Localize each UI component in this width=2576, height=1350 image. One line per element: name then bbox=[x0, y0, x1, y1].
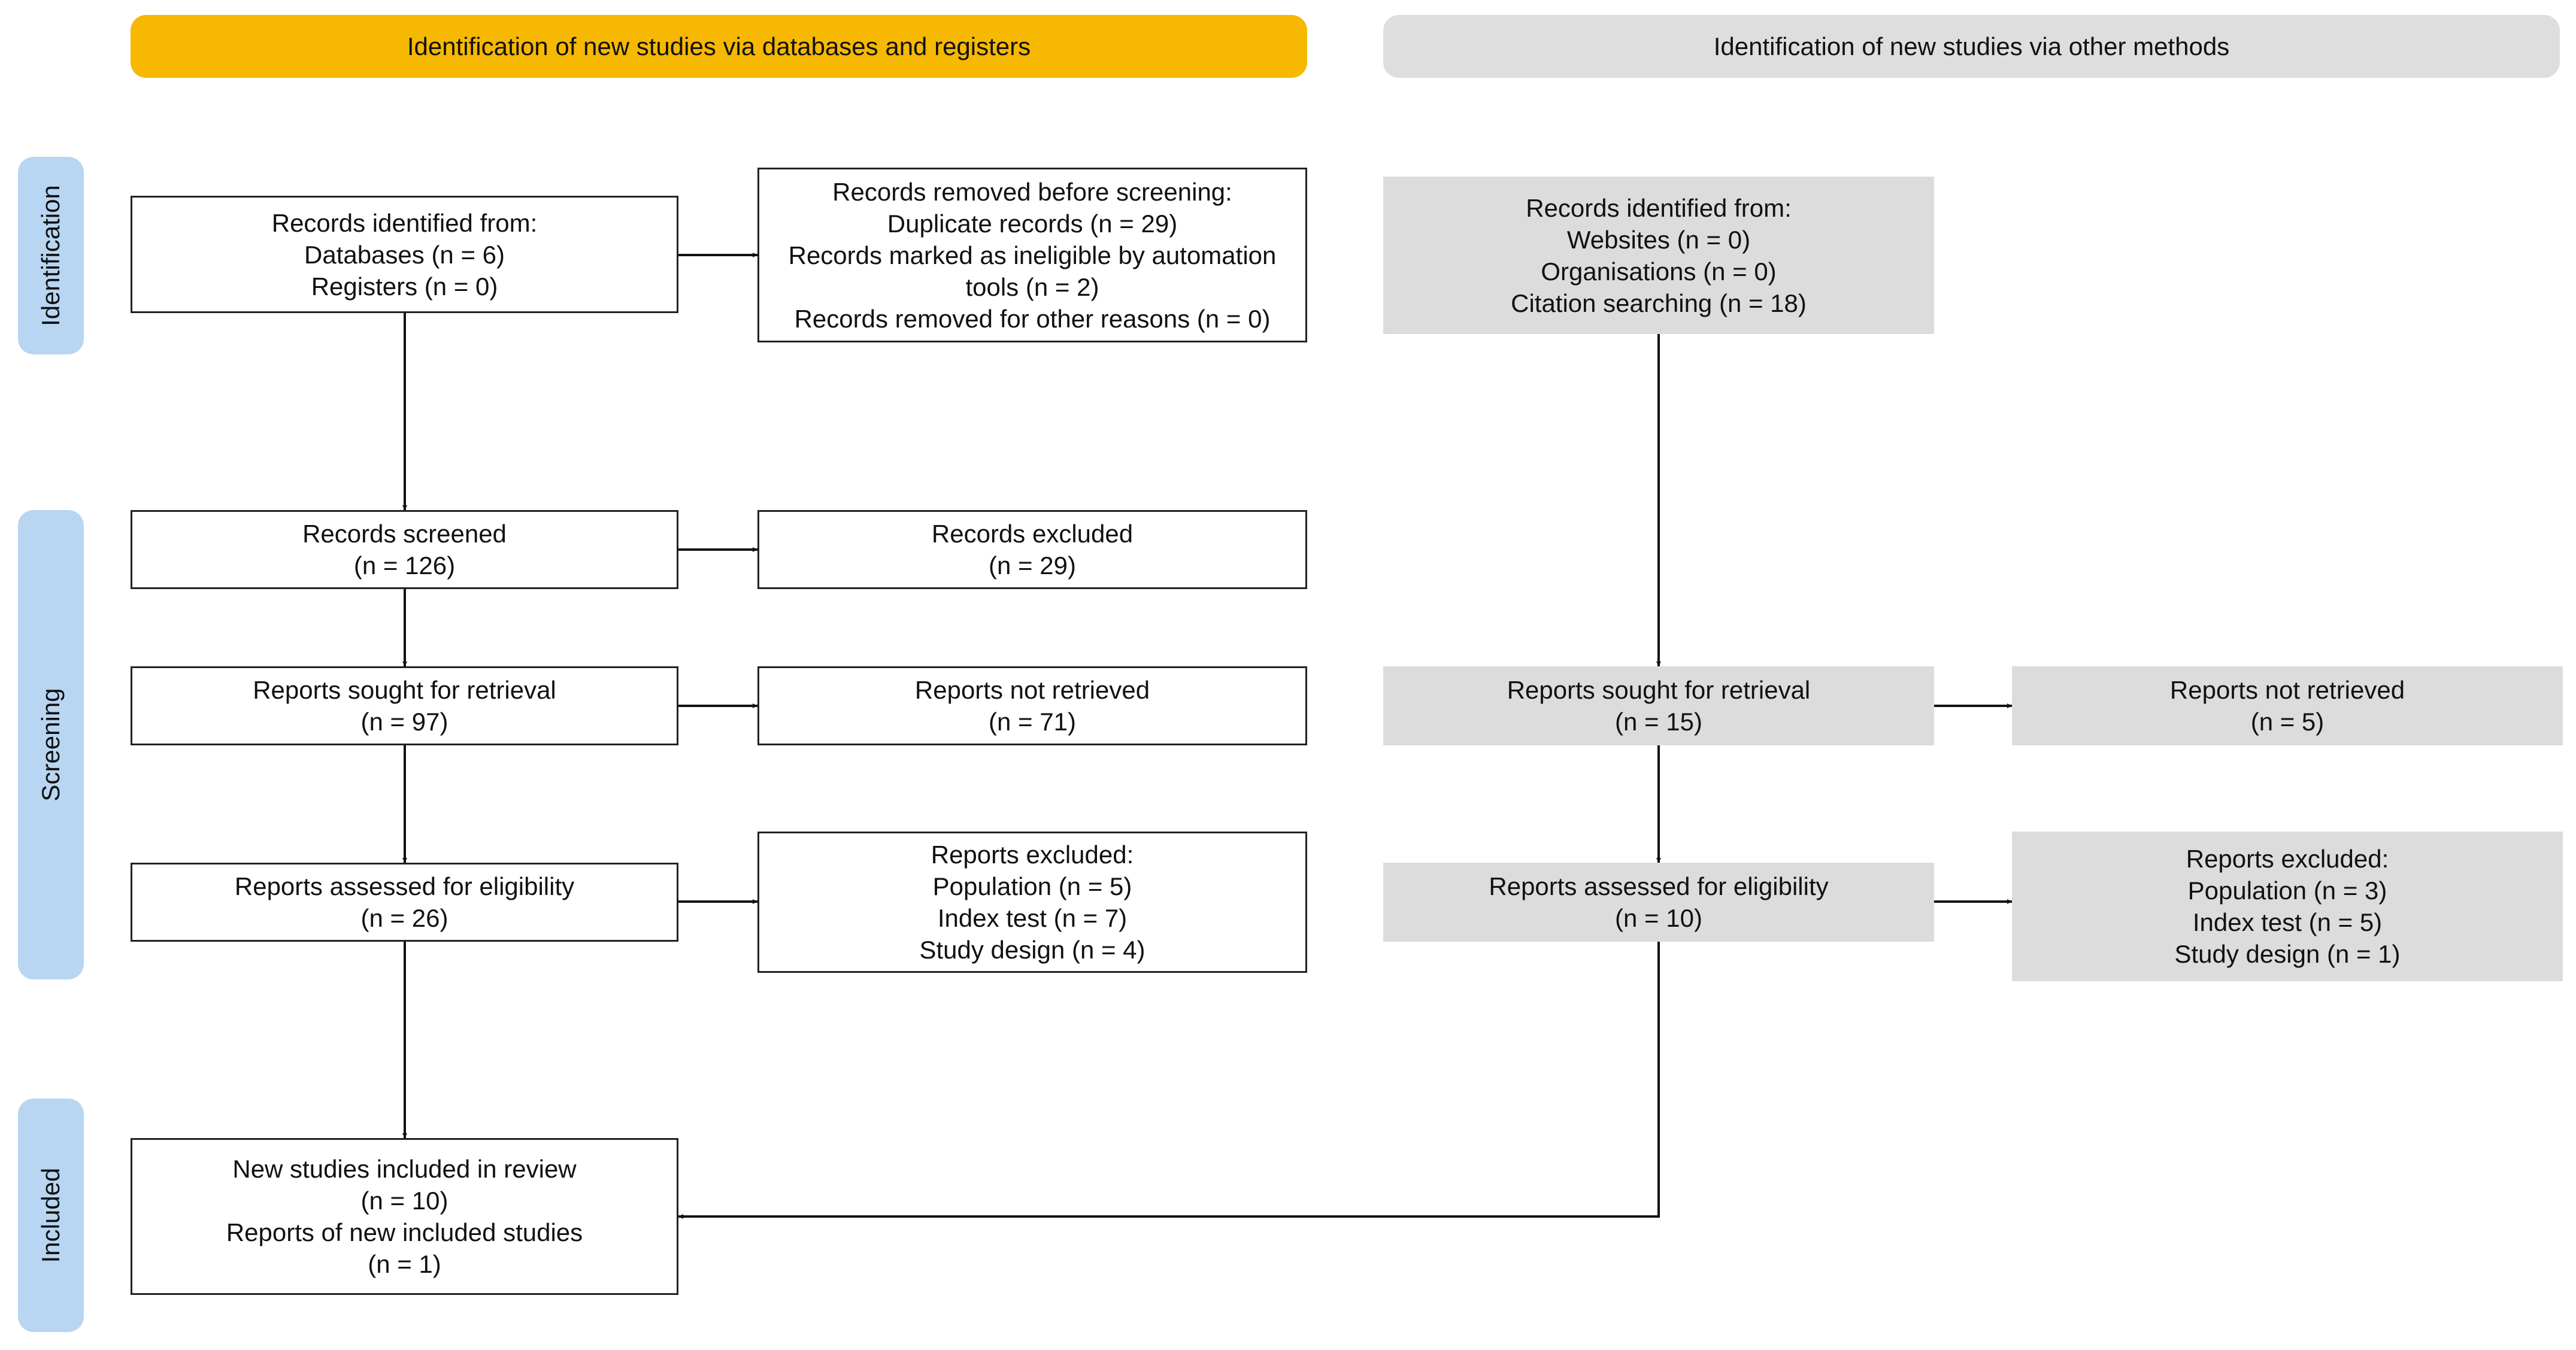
db-reports-assessed-box: Reports assessed for eligibility (n = 26… bbox=[131, 863, 678, 942]
box-line: Citation searching (n = 18) bbox=[1511, 289, 1807, 317]
box-line: Reports assessed for eligibility bbox=[1489, 872, 1829, 900]
box-line: Records removed before screening: bbox=[832, 177, 1232, 206]
db-records-identified-box: Records identified from: Databases (n = … bbox=[131, 196, 678, 313]
box-line: (n = 97) bbox=[360, 708, 448, 736]
box-line: (n = 5) bbox=[2250, 708, 2325, 736]
box-line: Reports sought for retrieval bbox=[1507, 676, 1811, 704]
other-reports-excluded-box: Reports excluded: Population (n = 3) Ind… bbox=[2012, 832, 2563, 981]
box-line: Reports not retrieved bbox=[2169, 676, 2405, 704]
box-line: (n = 10) bbox=[360, 1187, 448, 1215]
box-line: Reports excluded: bbox=[2186, 845, 2389, 873]
box-line: Registers (n = 0) bbox=[311, 272, 498, 301]
db-records-removed-box: Records removed before screening: Duplic… bbox=[757, 168, 1307, 342]
box-line: (n = 126) bbox=[353, 551, 456, 580]
box-line: (n = 15) bbox=[1615, 708, 1702, 736]
phase-included: Included bbox=[18, 1099, 84, 1332]
other-reports-sought-box: Reports sought for retrieval (n = 15) bbox=[1383, 666, 1934, 745]
phase-identification: Identification bbox=[18, 157, 84, 354]
db-reports-not-retrieved-box: Reports not retrieved (n = 71) bbox=[757, 666, 1307, 745]
box-line: New studies included in review bbox=[232, 1155, 577, 1183]
box-line: Reports not retrieved bbox=[914, 676, 1150, 704]
box-line: Study design (n = 4) bbox=[919, 936, 1145, 964]
box-line: Population (n = 5) bbox=[932, 872, 1132, 900]
box-line: (n = 26) bbox=[360, 904, 448, 932]
other-methods-header: Identification of new studies via other … bbox=[1383, 15, 2560, 78]
db-records-screened-box: Records screened (n = 126) bbox=[131, 510, 678, 589]
box-line: Population (n = 3) bbox=[2187, 876, 2387, 905]
box-line: Records identified from: bbox=[271, 208, 538, 237]
box-line: Websites (n = 0) bbox=[1566, 225, 1751, 254]
box-line: Records marked as ineligible by automati… bbox=[788, 241, 1277, 269]
box-line: Records excluded bbox=[931, 520, 1134, 548]
other-methods-header-label: Identification of new studies via other … bbox=[1713, 32, 2230, 60]
other-records-identified-box: Records identified from: Websites (n = 0… bbox=[1383, 177, 1934, 334]
box-line: Reports assessed for eligibility bbox=[234, 872, 575, 900]
databases-header-label: Identification of new studies via databa… bbox=[407, 32, 1031, 60]
box-line: Index test (n = 5) bbox=[2192, 908, 2383, 936]
box-line: Records removed for other reasons (n = 0… bbox=[794, 304, 1271, 333]
box-line: (n = 1) bbox=[368, 1250, 441, 1278]
box-line: tools (n = 2) bbox=[965, 272, 1099, 301]
box-line: (n = 10) bbox=[1615, 904, 1702, 932]
box-line: Study design (n = 1) bbox=[2174, 940, 2401, 968]
box-line: Organisations (n = 0) bbox=[1541, 257, 1777, 286]
box-line: Records screened bbox=[302, 520, 507, 548]
box-line: Reports of new included studies bbox=[226, 1218, 583, 1246]
other-reports-assessed-box: Reports assessed for eligibility (n = 10… bbox=[1383, 863, 1934, 942]
box-line: Databases (n = 6) bbox=[304, 240, 505, 269]
box-line: Index test (n = 7) bbox=[937, 904, 1128, 932]
db-reports-excluded-box: Reports excluded: Population (n = 5) Ind… bbox=[757, 832, 1307, 973]
box-line: Reports excluded: bbox=[931, 841, 1134, 869]
box-line: Duplicate records (n = 29) bbox=[887, 209, 1178, 238]
db-reports-sought-box: Reports sought for retrieval (n = 97) bbox=[131, 666, 678, 745]
db-records-excluded-box: Records excluded (n = 29) bbox=[757, 510, 1307, 589]
db-studies-included-box: New studies included in review (n = 10) … bbox=[131, 1138, 678, 1295]
other-reports-not-retrieved-box: Reports not retrieved (n = 5) bbox=[2012, 666, 2563, 745]
box-line: (n = 29) bbox=[989, 551, 1076, 580]
box-line: Records identified from: bbox=[1526, 193, 1792, 222]
arrow-other-assessed-to-included bbox=[678, 942, 1660, 1219]
box-line: (n = 71) bbox=[989, 708, 1076, 736]
databases-header: Identification of new studies via databa… bbox=[131, 15, 1307, 78]
box-line: Reports sought for retrieval bbox=[253, 676, 556, 704]
phase-screening: Screening bbox=[18, 510, 84, 979]
